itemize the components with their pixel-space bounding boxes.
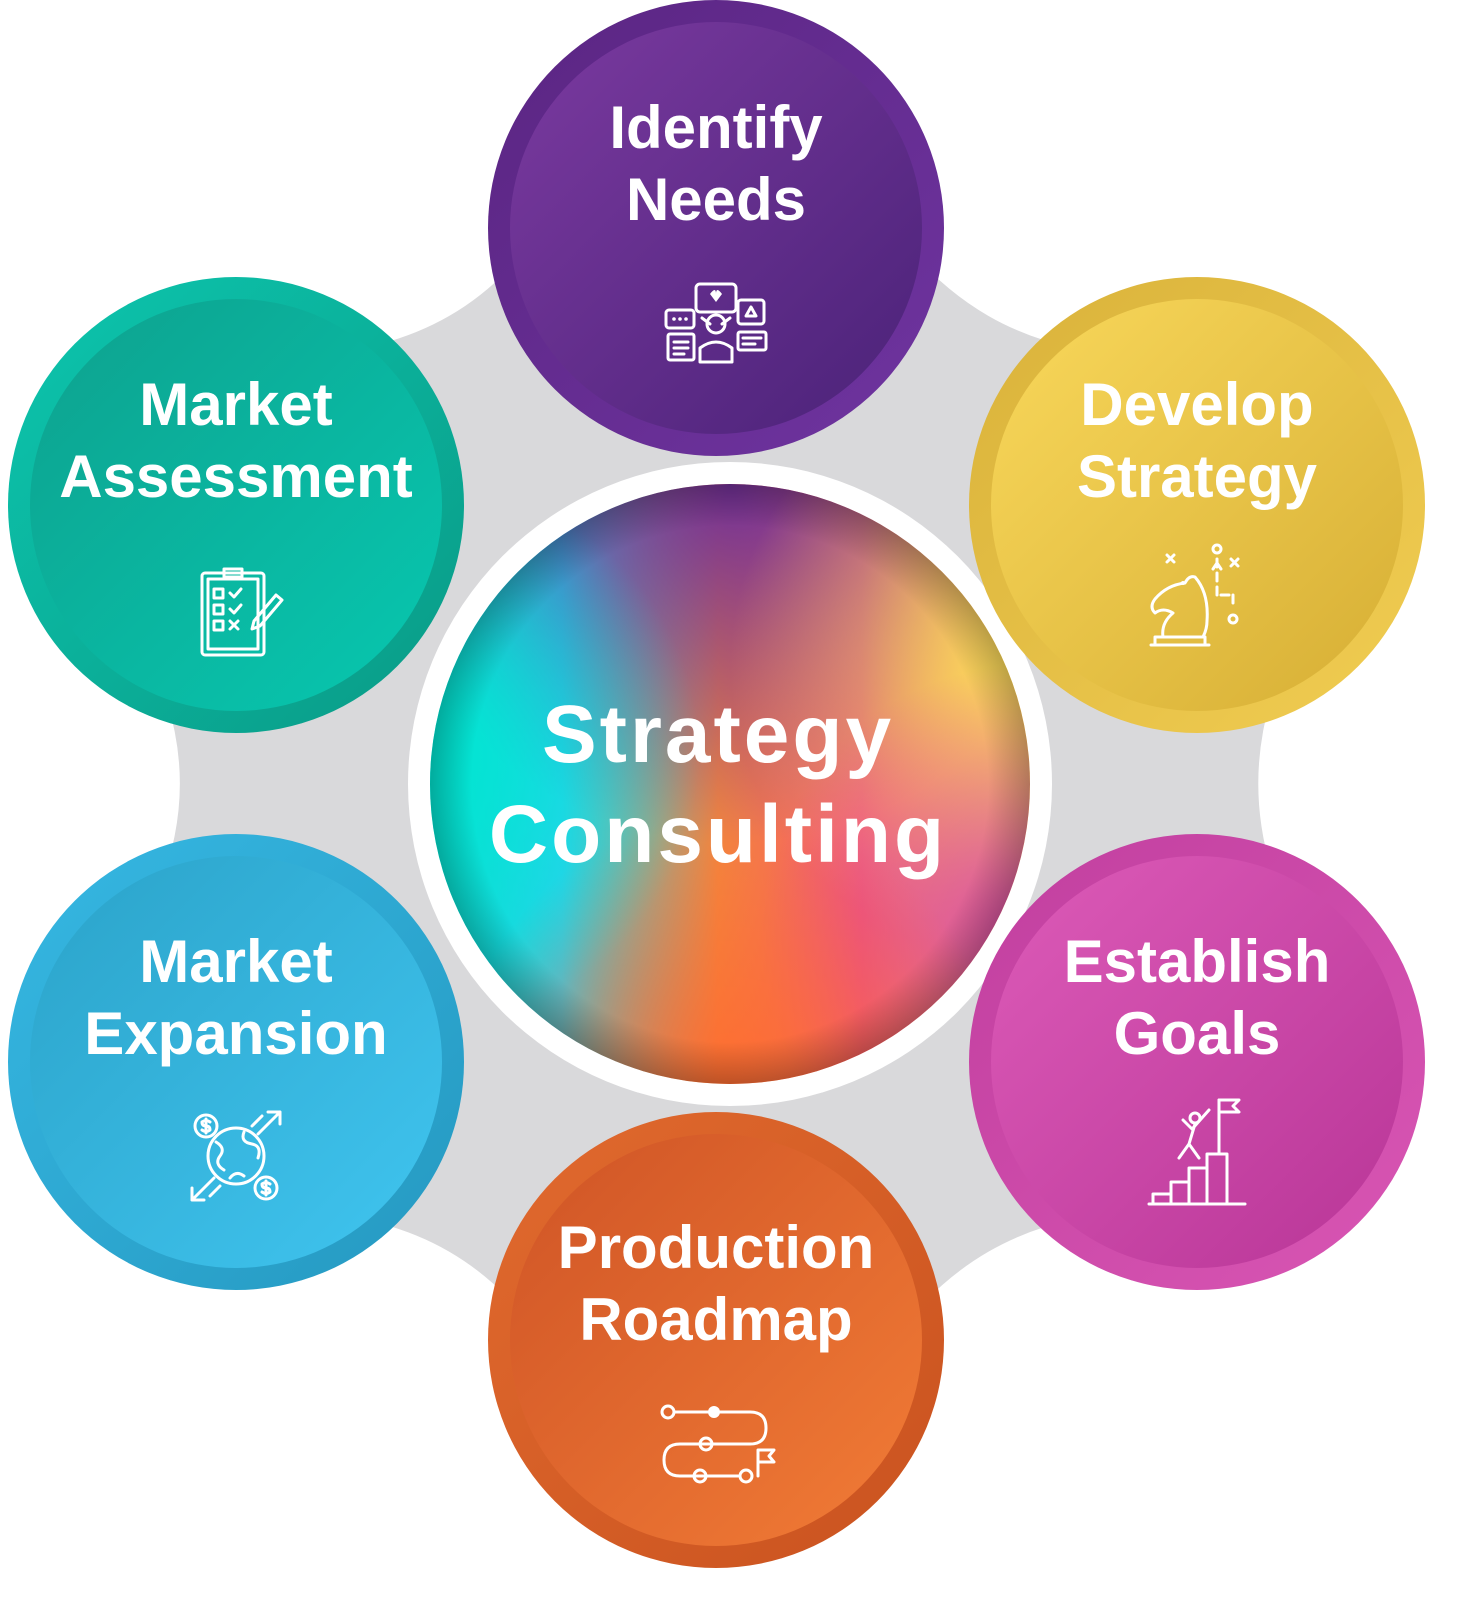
climber-flag-icon — [1147, 1098, 1247, 1206]
node-production-roadmap[interactable]: Production Roadmap — [488, 1112, 944, 1568]
node-label-line2: Strategy — [1077, 443, 1318, 510]
node-market-expansion[interactable]: Market Expansion — [8, 834, 464, 1290]
node-label-line2: Needs — [626, 166, 806, 233]
node-label-line1: Establish — [1064, 928, 1331, 995]
center-hub: Strategy Consulting — [408, 462, 1052, 1106]
node-label-line1: Market — [139, 928, 332, 995]
feedback-people-icon — [664, 282, 768, 364]
node-label-line1: Market — [139, 371, 332, 438]
checklist-clipboard-icon — [200, 567, 284, 657]
node-label-line2: Goals — [1114, 1000, 1281, 1067]
center-title-line1: Strategy — [542, 689, 894, 780]
node-label-line2: Assessment — [59, 443, 413, 510]
roadmap-path-icon — [660, 1404, 776, 1484]
center-title-line2: Consulting — [489, 789, 947, 880]
chess-knight-icon — [1149, 543, 1240, 647]
node-market-assessment[interactable]: Market Assessment — [8, 277, 464, 733]
node-label-line2: Roadmap — [579, 1286, 852, 1353]
node-label-line2: Expansion — [84, 1000, 387, 1067]
node-develop-strategy[interactable]: Develop Strategy — [969, 277, 1425, 733]
globe-money-icon — [190, 1110, 282, 1202]
node-label-line1: Develop — [1080, 371, 1313, 438]
node-identify-needs[interactable]: Identify Needs — [488, 0, 944, 456]
node-establish-goals[interactable]: Establish Goals — [969, 834, 1425, 1290]
node-label-line1: Identify — [609, 94, 823, 161]
node-label-line1: Production — [558, 1214, 875, 1281]
